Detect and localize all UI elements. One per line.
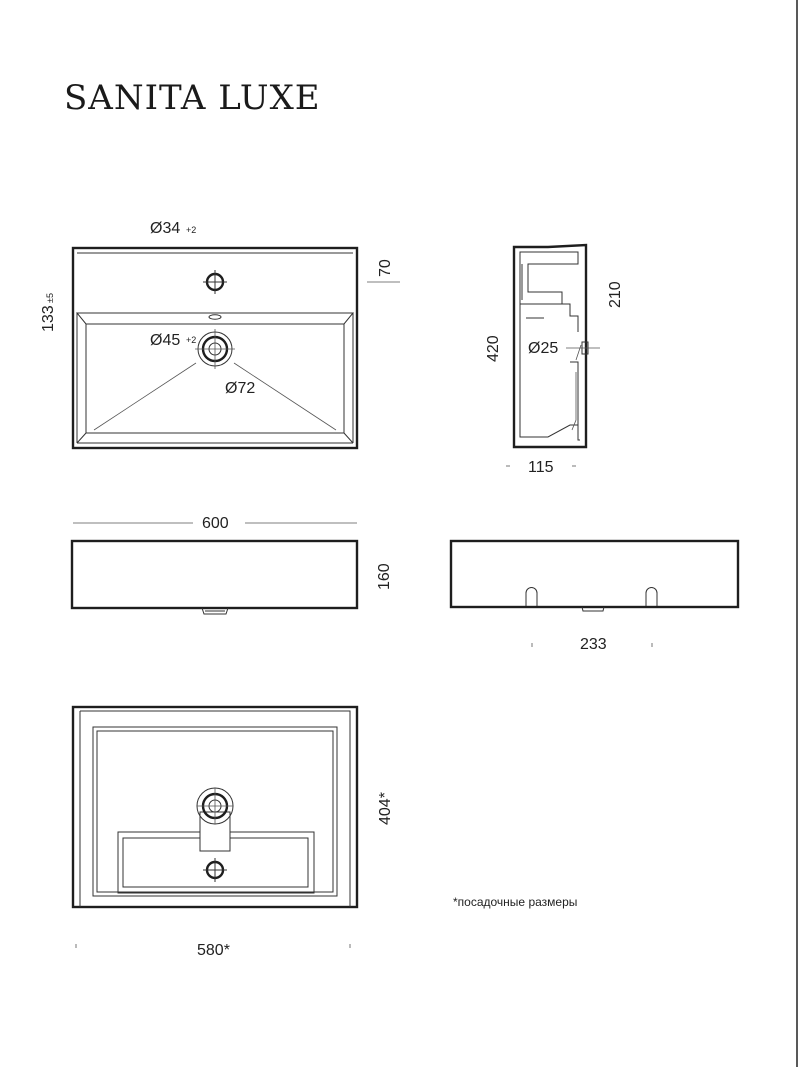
footnote: *посадочные размеры	[453, 895, 577, 909]
dim-depth: 420	[485, 335, 502, 362]
dim-height-left-tol: ±5	[45, 293, 55, 303]
dim-drain-tol: +2	[186, 335, 196, 345]
dim-height: 160	[376, 563, 393, 590]
mount-slot-left-icon	[525, 587, 538, 606]
bottom-view-outline	[71, 705, 359, 909]
brand-logo: SANITA LUXE	[64, 78, 321, 118]
dim-fit-depth: 404*	[377, 792, 394, 825]
dim-mount: 233	[580, 636, 607, 653]
bottom-drain-icon	[196, 787, 234, 825]
front-view: 600 160	[70, 515, 393, 615]
drain-icon	[195, 329, 235, 369]
front-view-outline	[70, 539, 359, 610]
dim-overflow: 210	[607, 281, 624, 308]
mount-slot-right-icon	[645, 587, 658, 606]
tap-hole-icon	[203, 270, 227, 294]
dim-fit-width: 580*	[197, 942, 230, 959]
dim-tap-hole: Ø34	[150, 220, 180, 237]
dim-tap-hole-tol: +2	[186, 225, 196, 235]
dim-width: 600	[202, 515, 229, 532]
bottom-tap-hole-icon	[203, 858, 227, 882]
dim-drain-outer: Ø72	[225, 380, 255, 397]
bottom-view: 404* 580* *посадочные размеры	[71, 705, 577, 959]
rear-view-outline	[449, 539, 740, 609]
front-drain-stub	[201, 607, 229, 615]
top-view: Ø34 +2 Ø45 +2 Ø72 70 133 ±5	[40, 220, 400, 450]
dim-overflow-hole: Ø25	[528, 340, 558, 357]
dim-drain: Ø45	[150, 332, 180, 349]
top-view-outline	[71, 246, 359, 450]
overflow-slot-icon	[208, 314, 222, 320]
side-section-view: Ø25 420 210 115	[485, 243, 624, 476]
side-section-outline	[512, 243, 588, 449]
dim-height-left: 133	[40, 305, 57, 332]
dim-offset: 115	[528, 459, 554, 476]
rear-view: 233	[449, 539, 740, 653]
dim-depth-back: 70	[377, 259, 394, 277]
